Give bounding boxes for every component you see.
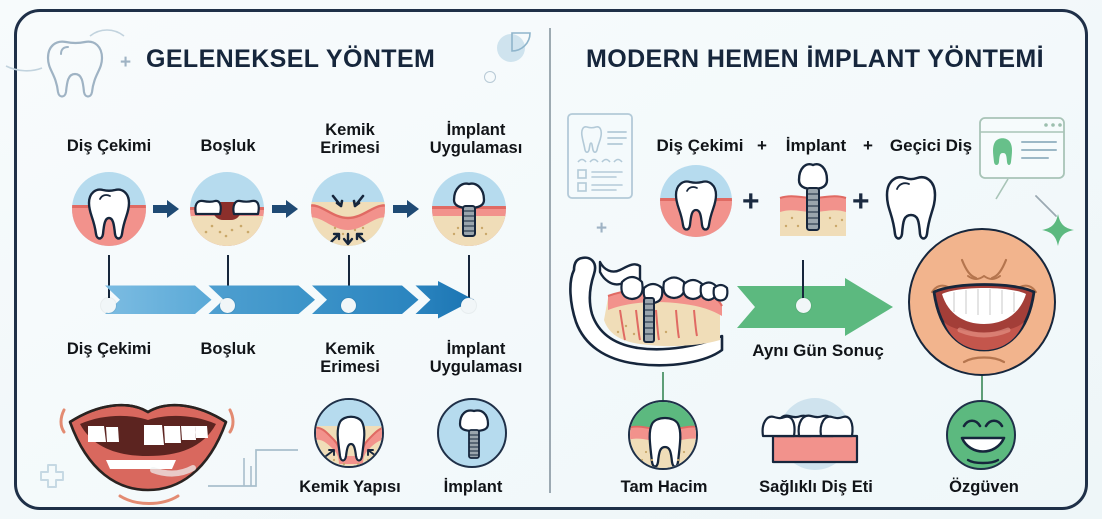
healthy-gum-label: Sağlıklı Diş Eti <box>759 478 873 496</box>
same-day-stem <box>802 260 804 300</box>
same-day-result-label: Aynı Gün Sonuç <box>752 341 884 360</box>
step-top-label-4: İmplant Uygulaması <box>429 121 523 158</box>
step-icon-tooth-extraction <box>72 172 146 246</box>
formula-plus-2: + <box>863 136 873 155</box>
page-title-left: GELENEKSEL YÖNTEM <box>146 45 436 73</box>
plus-operator-2: + <box>852 185 870 218</box>
mandible-with-implant-illustration <box>569 256 729 367</box>
dental-chart-document-icon <box>567 113 633 199</box>
plus-small-icon-right: + <box>596 218 608 239</box>
bone-structure-icon <box>314 398 384 468</box>
connector-stem-2 <box>227 255 229 298</box>
connector-stem-4 <box>468 255 470 298</box>
full-bone-volume-icon <box>628 400 698 470</box>
step-icon-implant-applied <box>432 172 506 246</box>
missing-teeth-smile-illustration <box>59 403 235 505</box>
timeline-dot-3 <box>341 298 356 313</box>
arrow-right-icon-3 <box>393 200 419 218</box>
formula-text-1: Diş Çekimi <box>656 136 744 155</box>
timeline-label-1: Diş Çekimi <box>66 340 152 358</box>
tooth-extraction-icon <box>660 165 732 237</box>
formula-plus-1: + <box>757 136 767 155</box>
temporary-tooth-icon <box>885 176 937 240</box>
confidence-smiley-icon <box>946 400 1016 470</box>
timeline-dot-1 <box>101 298 116 313</box>
full-bone-volume-label: Tam Hacim <box>620 478 708 496</box>
smiling-face-illustration <box>908 228 1056 376</box>
implant-label: İmplant <box>443 478 503 496</box>
same-day-result-arrow <box>737 278 893 336</box>
green-sparkle-icon <box>1035 195 1074 246</box>
pie-quarter-outline-icon <box>511 32 531 52</box>
formula-text-3: Geçici Diş <box>889 136 973 155</box>
medical-cross-outline-icon <box>40 464 64 488</box>
timeline-label-3: Kemik Erimesi <box>320 340 380 377</box>
arrow-right-icon-1 <box>153 200 179 218</box>
connector-stem-ozguven <box>981 376 983 402</box>
timeline-label-4: İmplant Uygulaması <box>429 340 523 377</box>
connector-stem-tam-hacim <box>662 372 664 402</box>
step-icon-bone-loss <box>311 172 385 246</box>
plus-operator-1: + <box>742 185 760 218</box>
arrow-right-icon-2 <box>272 200 298 218</box>
pie-quarter-icon <box>497 34 525 62</box>
bone-graph-connector <box>208 449 298 487</box>
timeline-label-2: Boşluk <box>200 340 256 358</box>
plus-small-icon: + <box>120 52 132 73</box>
implant-placed-icon <box>772 160 854 242</box>
panel-divider <box>549 28 551 493</box>
timeline-dot-2 <box>220 298 235 313</box>
step-top-label-2: Boşluk <box>200 137 256 155</box>
implant-icon <box>437 398 507 468</box>
formula-text-2: İmplant <box>785 136 847 155</box>
timeline-arrow-bar <box>105 281 474 319</box>
timeline-dot-4 <box>461 298 476 313</box>
bone-structure-label: Kemik Yapısı <box>299 478 401 496</box>
healthy-gum-icon <box>761 414 859 464</box>
small-circle-outline-icon <box>484 71 496 83</box>
step-top-label-1: Diş Çekimi <box>66 137 152 155</box>
connector-stem-1 <box>108 255 110 298</box>
page-title-right: MODERN HEMEN İMPLANT YÖNTEMİ <box>586 45 1044 73</box>
connector-stem-3 <box>348 255 350 298</box>
confidence-label: Özgüven <box>949 478 1019 496</box>
step-icon-gap <box>190 172 264 246</box>
browser-window-tooth-icon <box>979 117 1065 200</box>
step-top-label-3: Kemik Erimesi <box>320 121 380 158</box>
same-day-dot <box>796 298 811 313</box>
outline-tooth-icon <box>5 29 125 98</box>
